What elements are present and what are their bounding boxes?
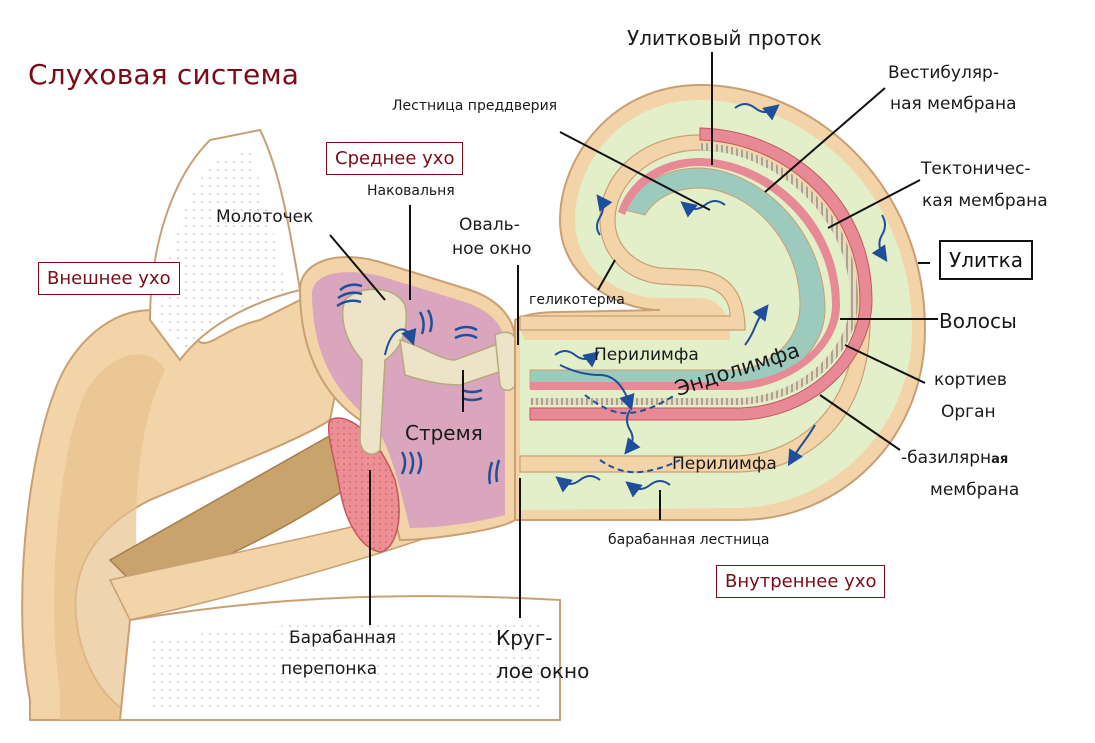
label-hairs: Волосы: [939, 309, 1017, 333]
outer-ear-shape: [21, 128, 561, 721]
label-incus: Наковальня: [367, 183, 455, 199]
label-perilymph-bottom: Перилимфа: [672, 454, 777, 474]
label-round-window-2: лое окно: [496, 659, 590, 683]
cochlea-shape: [514, 83, 927, 521]
label-vestibular-membrane-2: ная мембрана: [890, 94, 1017, 114]
label-vestibular-membrane-1: Вестибуляр-: [888, 63, 999, 83]
label-basilar-membrane-2: мембрана: [930, 480, 1020, 500]
label-malleus: Молоточек: [216, 207, 314, 227]
label-organ-corti-1: кортиев: [934, 370, 1007, 390]
label-oval-window-2: ное окно: [452, 239, 532, 259]
section-outer-ear: Внешнее ухо: [38, 262, 180, 295]
label-oval-window-1: Оваль-: [459, 215, 520, 235]
label-helicotrema: геликотерма: [529, 292, 625, 308]
label-basilar-part-a: -базилярн: [901, 448, 992, 468]
middle-ear-shape: [298, 256, 550, 553]
label-perilymph-top: Перилимфа: [594, 345, 699, 365]
leader-lines: [329, 52, 938, 625]
label-tectorial-membrane-1: Тектоничес-: [921, 159, 1031, 179]
label-basilar-membrane-1: -базилярная: [901, 448, 1009, 469]
label-eardrum-1: Барабанная: [289, 628, 397, 648]
section-middle-ear: Среднее ухо: [326, 142, 464, 175]
label-stapes: Стремя: [405, 421, 483, 445]
label-basilar-part-b: ая: [991, 452, 1009, 467]
label-scala-vestibuli: Лестница преддверия: [392, 98, 558, 114]
label-eardrum-2: перепонка: [281, 659, 378, 679]
section-cochlea: Улитка: [939, 240, 1033, 280]
label-tectorial-membrane-2: кая мембрана: [922, 191, 1048, 211]
section-inner-ear: Внутреннее ухо: [716, 565, 886, 598]
label-round-window-1: Круг-: [496, 626, 553, 650]
diagram-title: Слуховая система: [28, 58, 300, 91]
label-cochlear-duct: Улитковый проток: [627, 26, 822, 50]
label-organ-corti-2: Орган: [941, 402, 996, 422]
label-scala-tympani: барабанная лестница: [608, 532, 770, 548]
